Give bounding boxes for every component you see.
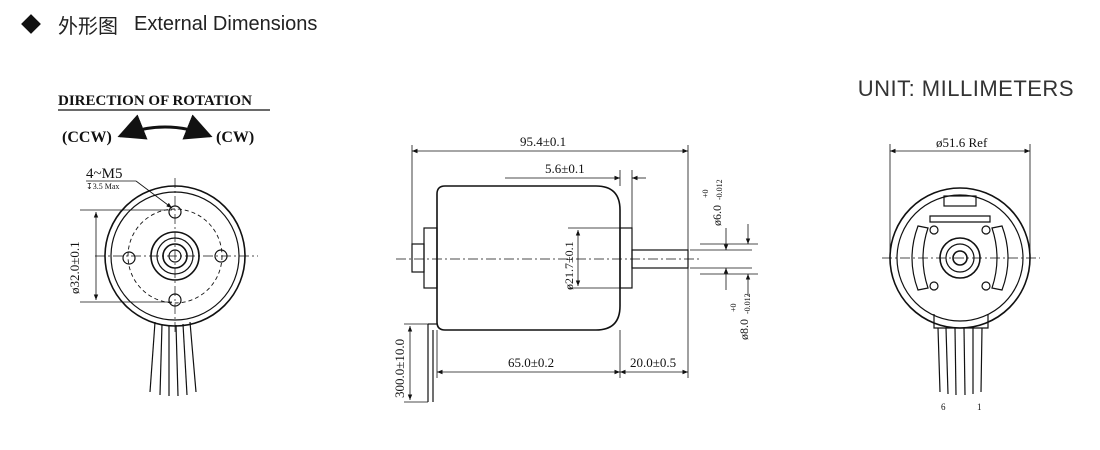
title-chinese: 外形图 (58, 13, 118, 38)
front-lead (175, 324, 179, 397)
shaft-diameter-tol-lower: -0.012 (715, 179, 724, 200)
rear-rivet (981, 281, 991, 291)
rear-pin-label-1: 1 (977, 402, 982, 412)
body-length-label: 65.0±0.2 (508, 355, 554, 370)
unit-label: UNIT: MILLIMETERS (857, 76, 1074, 101)
section-header: 外形图 External Dimensions (14, 8, 317, 40)
shoulder-label: 5.6±0.1 (545, 161, 585, 176)
pilot-diameter-label: ø21.7±0.1 (562, 241, 576, 290)
boss-diameter-label: ø8.0 (737, 319, 751, 340)
rear-pin-label-6: 6 (941, 402, 946, 412)
rear-diameter-label: ø51.6 Ref (936, 135, 988, 150)
front-lead (189, 321, 197, 393)
rear-lead (980, 327, 983, 393)
rear-lead-clamp (933, 314, 989, 329)
front-lead (159, 323, 163, 396)
rear-lead (937, 327, 941, 393)
thread-callout: 4~M5 (86, 166, 122, 182)
thread-depth-callout: ↧3.5 Max (86, 182, 119, 191)
rotation-heading: DIRECTION OF ROTATION (58, 93, 252, 109)
ccw-label: (CCW) (62, 129, 112, 146)
front-pilot (619, 227, 633, 289)
cw-label: (CW) (216, 129, 254, 146)
shaft-diameter-tol-upper: +0 (701, 189, 710, 198)
rear-cap (423, 227, 438, 289)
shaft-diameter-label: ø6.0 (710, 205, 724, 226)
overall-length-label: 95.4±0.1 (520, 134, 566, 149)
front-lead (182, 323, 188, 396)
rear-lead (954, 327, 957, 396)
rear-connector-tab (943, 195, 977, 207)
motor-body (436, 185, 621, 331)
rear-lead (945, 327, 949, 395)
rotation-arrow-icon (117, 114, 213, 140)
rear-rivet (929, 281, 939, 291)
lead-length-label: 300.0±10.0 (392, 339, 407, 398)
shaft-length-label: 20.0±0.5 (630, 355, 676, 370)
rear-rivet (981, 225, 991, 235)
thread-leader (135, 180, 173, 209)
front-mount-hole-left (122, 251, 136, 265)
front-diameter-label: ø32.0±0.1 (67, 241, 82, 294)
boss-diameter-tol-upper: +0 (729, 303, 738, 312)
side-view: 95.4±0.1 5.6±0.1 ø21.7±0.1 65.0±0.2 20.0… (392, 134, 758, 403)
front-view: 4~M5 ↧3.5 Max ø32.0±0.1 (67, 166, 258, 397)
rear-view: 6 1 ø51.6 Ref (882, 135, 1040, 412)
boss-diameter-tol-lower: -0.012 (743, 293, 752, 314)
front-lead (149, 321, 156, 393)
rear-terminal-top (929, 215, 991, 223)
title-english: External Dimensions (134, 12, 318, 35)
rear-brush-plate-left (911, 225, 929, 291)
rear-rivet (929, 225, 939, 235)
rear-lead (963, 327, 966, 396)
rotation-direction: DIRECTION OF ROTATION (CCW) (CW) (58, 93, 270, 146)
rear-boss (411, 243, 425, 273)
rear-brush-plate-right (991, 225, 1009, 291)
